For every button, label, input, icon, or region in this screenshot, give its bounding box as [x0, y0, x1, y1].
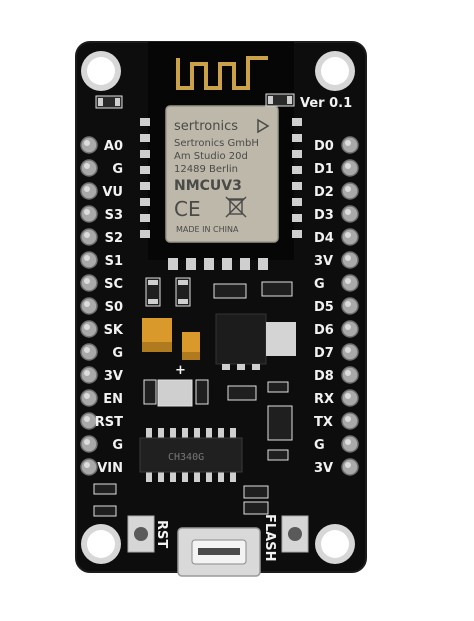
serial-chip-marking: CH340G [168, 452, 204, 463]
shield-company: Sertronics GmbH [174, 138, 259, 149]
pin-highlight [84, 163, 90, 169]
left-pin-label: VIN [97, 461, 123, 476]
pin-highlight [84, 140, 90, 146]
pin-highlight [84, 209, 90, 215]
pin-highlight [84, 301, 90, 307]
module-pads [140, 118, 302, 270]
pin-highlight [345, 255, 351, 261]
pin-highlight [345, 393, 351, 399]
left-pin-label: G [112, 162, 123, 177]
pin-highlight [345, 370, 351, 376]
pin-highlight [345, 416, 351, 422]
voltage-regulator [215, 313, 267, 365]
left-pin-label: S2 [105, 231, 123, 246]
pin-highlight [84, 439, 90, 445]
pin-highlight [84, 255, 90, 261]
left-pin-label: G [112, 346, 123, 361]
left-header-pins [80, 136, 98, 476]
pin-highlight [84, 370, 90, 376]
pin-highlight [84, 393, 90, 399]
right-pin-label: D7 [314, 346, 334, 361]
pin-highlight [345, 163, 351, 169]
pin-highlight [84, 462, 90, 468]
pin-highlight [345, 186, 351, 192]
pin-highlight [84, 347, 90, 353]
svg-text:+: + [175, 363, 186, 378]
left-pin-label: 3V [104, 369, 123, 384]
shield-brand: sertronics [174, 119, 238, 134]
pin-highlight [345, 462, 351, 468]
right-pin-label: 3V [314, 461, 333, 476]
micro-usb-port[interactable] [177, 527, 261, 577]
pin-highlight [84, 232, 90, 238]
left-pin-label: EN [103, 392, 123, 407]
pin-highlight [84, 324, 90, 330]
right-pin-label: 3V [314, 254, 333, 269]
right-pin-label: G [314, 438, 325, 453]
right-pin-label: D1 [314, 162, 334, 177]
pin-highlight [345, 278, 351, 284]
left-pin-label: S3 [105, 208, 123, 223]
pin-highlight [84, 278, 90, 284]
shield-street: Am Studio 20d [174, 151, 248, 162]
shield-city: 12489 Berlin [174, 164, 238, 175]
right-header-pins [341, 136, 359, 476]
weee-bin-icon [225, 196, 247, 218]
left-pin-label: VU [102, 185, 123, 200]
pin-highlight [345, 439, 351, 445]
right-pin-label: TX [314, 415, 333, 430]
shield-origin: MADE IN CHINA [176, 225, 239, 234]
pin-highlight [345, 140, 351, 146]
left-pin-label: RST [95, 415, 123, 430]
rst-button[interactable] [127, 515, 155, 553]
pcb-antenna [176, 56, 268, 90]
right-pin-label: D8 [314, 369, 334, 384]
left-pin-label: S1 [105, 254, 123, 269]
right-pin-label: D6 [314, 323, 334, 338]
ce-mark: CE [174, 197, 201, 221]
right-pin-label: G [314, 277, 325, 292]
shield-model: NMCUV3 [174, 178, 242, 194]
pin-highlight [345, 301, 351, 307]
left-pin-label: G [112, 438, 123, 453]
left-pin-label: S0 [105, 300, 123, 315]
mounting-holes [81, 51, 355, 564]
right-pin-label: D5 [314, 300, 334, 315]
usb-serial-chip: CH340G [139, 428, 243, 482]
esp-module: sertronics Sertronics GmbH Am Studio 20d… [140, 42, 302, 270]
left-pin-label: A0 [104, 139, 123, 154]
flash-button[interactable] [281, 515, 309, 553]
right-pin-label: D0 [314, 139, 334, 154]
left-pin-label: SC [104, 277, 123, 292]
pin-highlight [345, 209, 351, 215]
pin-highlight [345, 232, 351, 238]
pin-highlight [84, 416, 90, 422]
pin-highlight [345, 324, 351, 330]
left-pin-label: SK [104, 323, 124, 338]
smd-components: + [93, 93, 296, 517]
module-shield [165, 105, 279, 243]
right-pin-label: RX [314, 392, 334, 407]
flash-button-label: FLASH [262, 514, 277, 561]
pin-highlight [84, 186, 90, 192]
right-pin-label: D2 [314, 185, 334, 200]
right-pin-label: D4 [314, 231, 334, 246]
version-label: Ver 0.1 [300, 96, 352, 111]
brand-arrow-icon [257, 118, 270, 134]
right-pin-label: D3 [314, 208, 334, 223]
pin-highlight [345, 347, 351, 353]
rst-button-label: RST [154, 520, 169, 548]
